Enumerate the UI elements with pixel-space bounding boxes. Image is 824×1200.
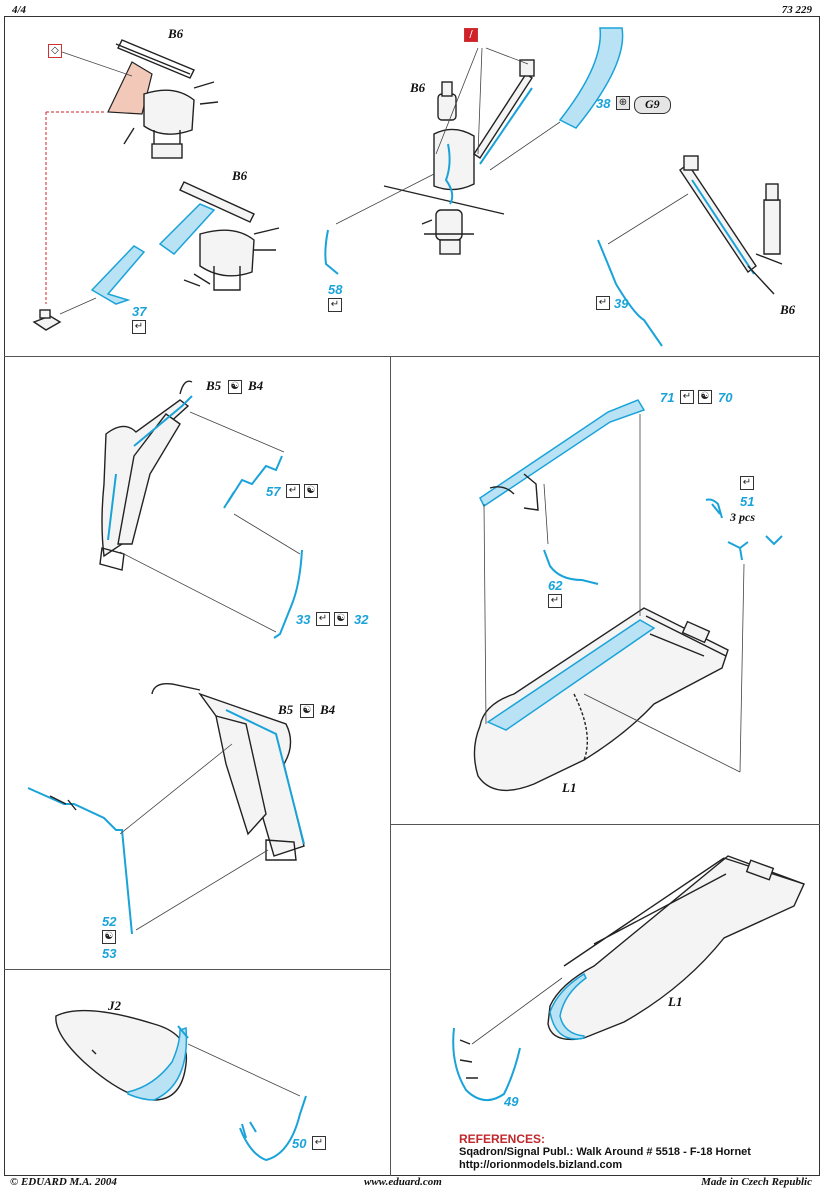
part-51: 51 — [740, 494, 755, 509]
part-62: 62 — [548, 578, 563, 593]
label-b6-right: B6 — [780, 302, 796, 317]
seat-top-assembly-2 — [90, 181, 280, 305]
divider-middle — [390, 356, 391, 1176]
yin-yang-icon: ☯ — [698, 390, 712, 404]
part-71: 71 — [660, 390, 675, 405]
part-32: 32 — [354, 612, 369, 627]
cut-icon: / — [464, 28, 478, 42]
part-33: 33 — [296, 612, 311, 627]
yin-yang-icon: ☯ — [304, 484, 318, 498]
website[interactable]: www.eduard.com — [364, 1176, 442, 1188]
made-in: Made in Czech Republic — [701, 1176, 812, 1188]
yin-yang-icon: ☯ — [334, 612, 348, 626]
part-51-quantity: 3 pcs — [730, 510, 755, 524]
part-38: 38 — [596, 96, 611, 111]
divider-top — [4, 356, 820, 357]
part-50: 50 — [292, 1136, 307, 1151]
reference-url: http://orionmodels.bizland.com — [459, 1159, 623, 1171]
label-b5-lower: B5 — [278, 702, 294, 717]
seat-rail-assembly-1 — [99, 380, 193, 571]
part-49: 49 — [504, 1094, 519, 1109]
label-l1-lower: L1 — [668, 994, 683, 1009]
label-b6-left: B6 — [232, 168, 248, 183]
yin-yang-icon: ☯ — [102, 930, 116, 944]
remove-part-icon: ◇ — [48, 44, 62, 58]
divider-right — [390, 824, 820, 825]
reference-book: Sqadron/Signal Publ.: Walk Around # 5518… — [459, 1146, 751, 1158]
nose-cone-J2 — [55, 1009, 188, 1101]
instruction-sheet: 4/4 73 229 — [4, 4, 820, 1196]
plastic-part-icon: ⊕ — [616, 96, 630, 110]
assembly-drawings — [27, 27, 805, 1162]
label-b4-lower: B4 — [320, 702, 336, 717]
handle-assembly — [383, 59, 535, 255]
divider-left — [4, 969, 390, 970]
bend-icon: ↵ — [312, 1136, 326, 1150]
bend-icon: ↵ — [286, 484, 300, 498]
part-g9: G9 — [634, 96, 671, 114]
fuselage-section-L1-a — [473, 607, 729, 792]
part-39: 39 — [614, 296, 629, 311]
copyright: © EDUARD M.A. 2004 — [10, 1176, 117, 1188]
part-58: 58 — [328, 282, 343, 297]
fuselage-section-L1-b — [547, 855, 805, 1041]
references-title: REFERENCES: — [459, 1132, 546, 1146]
bend-icon: ↵ — [548, 594, 562, 608]
label-j2: J2 — [108, 998, 121, 1013]
part-37: 37 — [132, 304, 147, 319]
label-b6-middle: B6 — [410, 80, 426, 95]
part-57: 57 — [266, 484, 281, 499]
bend-icon: ↵ — [680, 390, 694, 404]
label-b6-top-left: B6 — [168, 26, 184, 41]
label-l1-upper: L1 — [562, 780, 577, 795]
bend-icon: ↵ — [740, 476, 754, 490]
yin-yang-icon: ☯ — [228, 380, 242, 394]
seat-rail-assembly-2 — [151, 683, 305, 861]
bend-icon: ↵ — [328, 298, 342, 312]
bend-icon: ↵ — [132, 320, 146, 334]
page-number: 4/4 — [12, 4, 27, 16]
part-70: 70 — [718, 390, 733, 405]
label-b4-upper: B4 — [248, 378, 264, 393]
references-block: REFERENCES: Sqadron/Signal Publ.: Walk A… — [459, 1132, 799, 1172]
seat-top-assembly-1 — [107, 39, 219, 159]
product-code: 73 229 — [781, 4, 812, 16]
bend-icon: ↵ — [316, 612, 330, 626]
bend-icon: ↵ — [596, 296, 610, 310]
part-52: 52 — [102, 914, 117, 929]
part-53: 53 — [102, 946, 117, 961]
yin-yang-icon: ☯ — [300, 704, 314, 718]
label-b5-upper: B5 — [206, 378, 222, 393]
instruction-frame — [4, 16, 820, 1176]
rail-assembly — [679, 155, 783, 295]
